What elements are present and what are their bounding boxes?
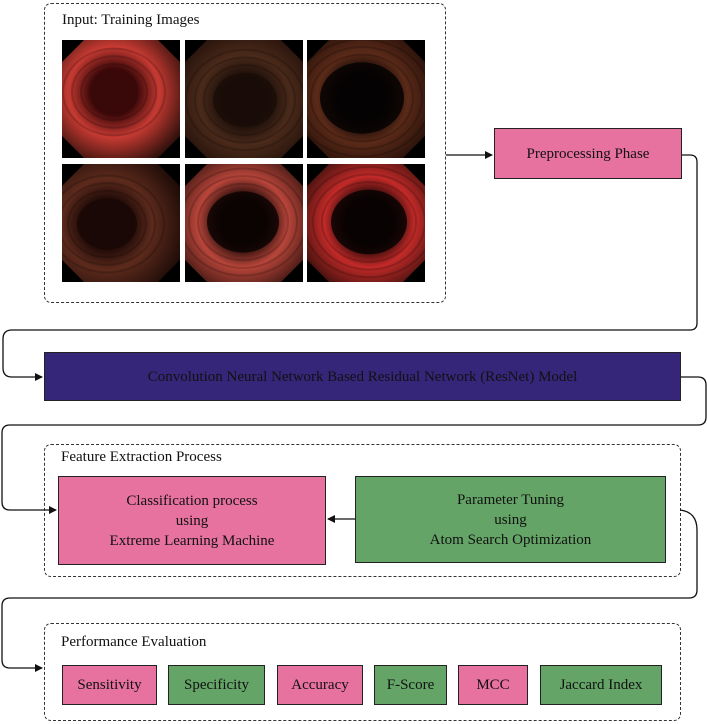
parameter-tuning-label: Parameter Tuning using Atom Search Optim… (429, 491, 592, 548)
metric-sensitivity: Sensitivity (62, 665, 157, 705)
preprocessing-phase-label: Preprocessing Phase (526, 145, 650, 162)
metric-jaccard-index: Jaccard Index (540, 665, 662, 705)
classification-process-box: Classification process using Extreme Lea… (58, 476, 326, 565)
arrow-tuning-to-performance (1, 509, 698, 672)
parameter-tuning-box: Parameter Tuning using Atom Search Optim… (355, 476, 666, 563)
feature-extraction-label: Feature Extraction Process (61, 449, 222, 465)
performance-evaluation-group (44, 623, 681, 721)
arrow-preprocessing-to-resnet (2, 154, 698, 381)
metric-mcc: MCC (458, 665, 528, 705)
input-group-label: Input: Training Images (62, 12, 200, 28)
performance-evaluation-label: Performance Evaluation (61, 634, 207, 650)
endoscopy-image-3 (307, 40, 425, 158)
metric-accuracy: Accuracy (277, 665, 363, 705)
metric-specificity: Specificity (168, 665, 265, 705)
arrow-resnet-to-classification (1, 376, 707, 514)
classification-process-label: Classification process using Extreme Lea… (109, 492, 275, 549)
endoscopy-image-5 (185, 164, 303, 282)
preprocessing-phase-box: Preprocessing Phase (494, 128, 682, 179)
endoscopy-image-1 (62, 40, 180, 158)
resnet-model-box: Convolution Neural Network Based Residua… (44, 352, 681, 401)
endoscopy-image-4 (62, 164, 180, 282)
input-group (44, 3, 446, 303)
metric-f-score: F-Score (374, 665, 447, 705)
endoscopy-image-2 (185, 40, 303, 158)
resnet-model-label: Convolution Neural Network Based Residua… (147, 368, 578, 385)
endoscopy-image-6 (307, 164, 425, 282)
